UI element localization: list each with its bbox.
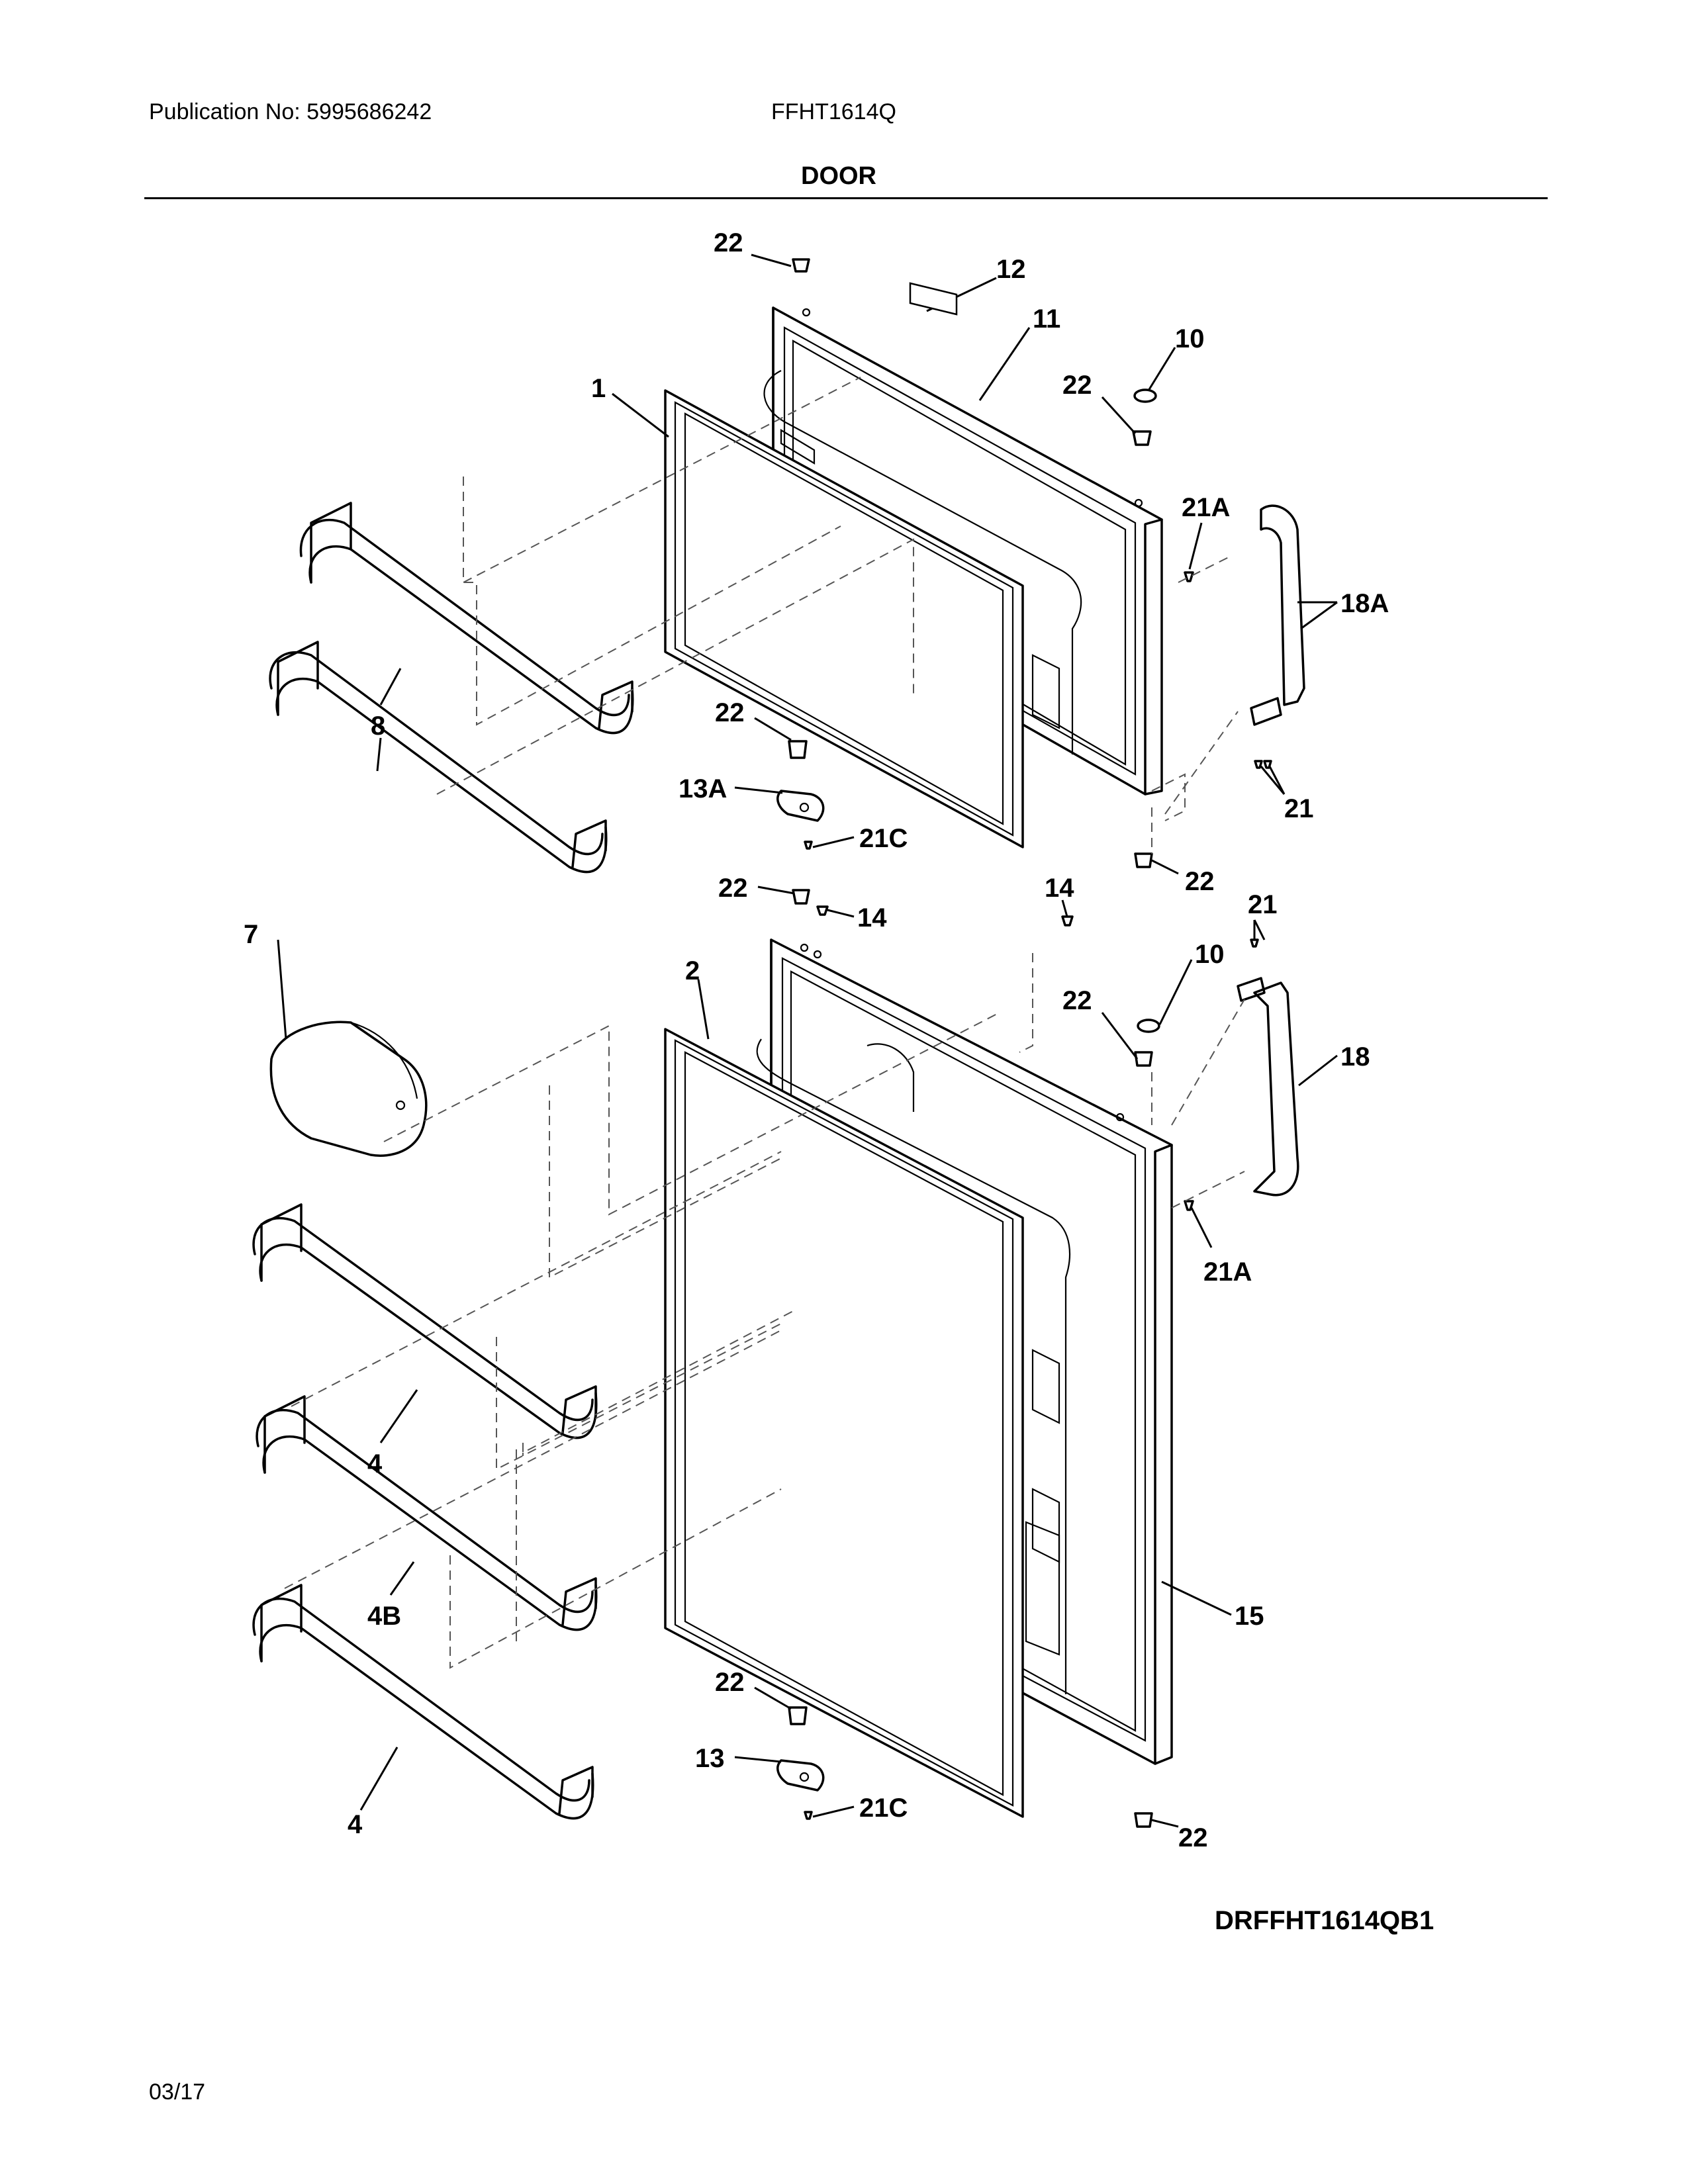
hinge-13 — [776, 1759, 825, 1792]
callout-1: 1 — [591, 374, 606, 403]
assembly-phantom-lines — [284, 377, 1245, 1669]
callout-12: 12 — [996, 255, 1026, 284]
callout-22: 22 — [1185, 867, 1215, 896]
freezer-door-gasket — [664, 389, 1024, 848]
callout-18A: 18A — [1340, 589, 1389, 618]
callout-11: 11 — [1033, 304, 1060, 334]
callout-13: 13 — [695, 1744, 725, 1773]
callout-4: 4 — [348, 1810, 363, 1839]
callout-21C: 21C — [859, 824, 908, 853]
door-rack-fresh-middle — [256, 1395, 598, 1631]
door-rack-fresh-lower — [252, 1584, 594, 1820]
callout-2: 2 — [685, 956, 700, 985]
callout-21: 21 — [1248, 890, 1278, 919]
callout-18: 18 — [1340, 1042, 1370, 1071]
callout-13A: 13A — [679, 774, 727, 803]
fresh-food-handle — [1237, 977, 1299, 1197]
freezer-handle — [1250, 504, 1305, 726]
callout-22: 22 — [1178, 1823, 1208, 1852]
door-rack-fresh-upper — [252, 1203, 598, 1439]
callout-7: 7 — [244, 920, 258, 949]
diagram-code: DRFFHT1614QB1 — [1215, 1906, 1434, 1935]
callout-21A: 21A — [1182, 493, 1230, 522]
revision-date: 03/17 — [149, 2079, 206, 2105]
callout-labels: 22 12 11 10 22 1 21A 18A 22 8 13A 21C 21… — [244, 228, 1389, 1852]
callout-21: 21 — [1284, 794, 1314, 823]
callout-4B: 4B — [367, 1602, 401, 1631]
callout-22: 22 — [714, 228, 743, 257]
hinge-13A — [776, 790, 825, 822]
header-divider — [144, 197, 1548, 199]
callout-21A: 21A — [1203, 1257, 1252, 1287]
callout-10: 10 — [1175, 324, 1205, 353]
callout-4: 4 — [367, 1449, 383, 1479]
callout-22: 22 — [718, 874, 748, 903]
callout-22: 22 — [1062, 986, 1092, 1015]
dairy-bin — [269, 1021, 428, 1157]
callout-22: 22 — [715, 698, 745, 727]
door-rack-freezer-upper — [299, 502, 634, 735]
callout-14: 14 — [1045, 874, 1074, 903]
callout-22: 22 — [715, 1668, 745, 1697]
callout-21C: 21C — [859, 1794, 908, 1823]
screws-and-caps — [788, 258, 1272, 1828]
fresh-food-door-gasket — [664, 1028, 1024, 1818]
section-title: DOOR — [801, 162, 876, 190]
callout-15: 15 — [1235, 1602, 1264, 1631]
callout-14: 14 — [857, 903, 887, 933]
callout-22: 22 — [1062, 371, 1092, 400]
callout-8: 8 — [371, 711, 385, 741]
publication-number: Publication No: 5995686242 — [149, 99, 432, 124]
callout-10: 10 — [1195, 940, 1225, 969]
callout-leader-lines — [277, 253, 1338, 1828]
door-rack-freezer-lower — [269, 641, 608, 874]
model-number: FFHT1614Q — [771, 99, 896, 124]
